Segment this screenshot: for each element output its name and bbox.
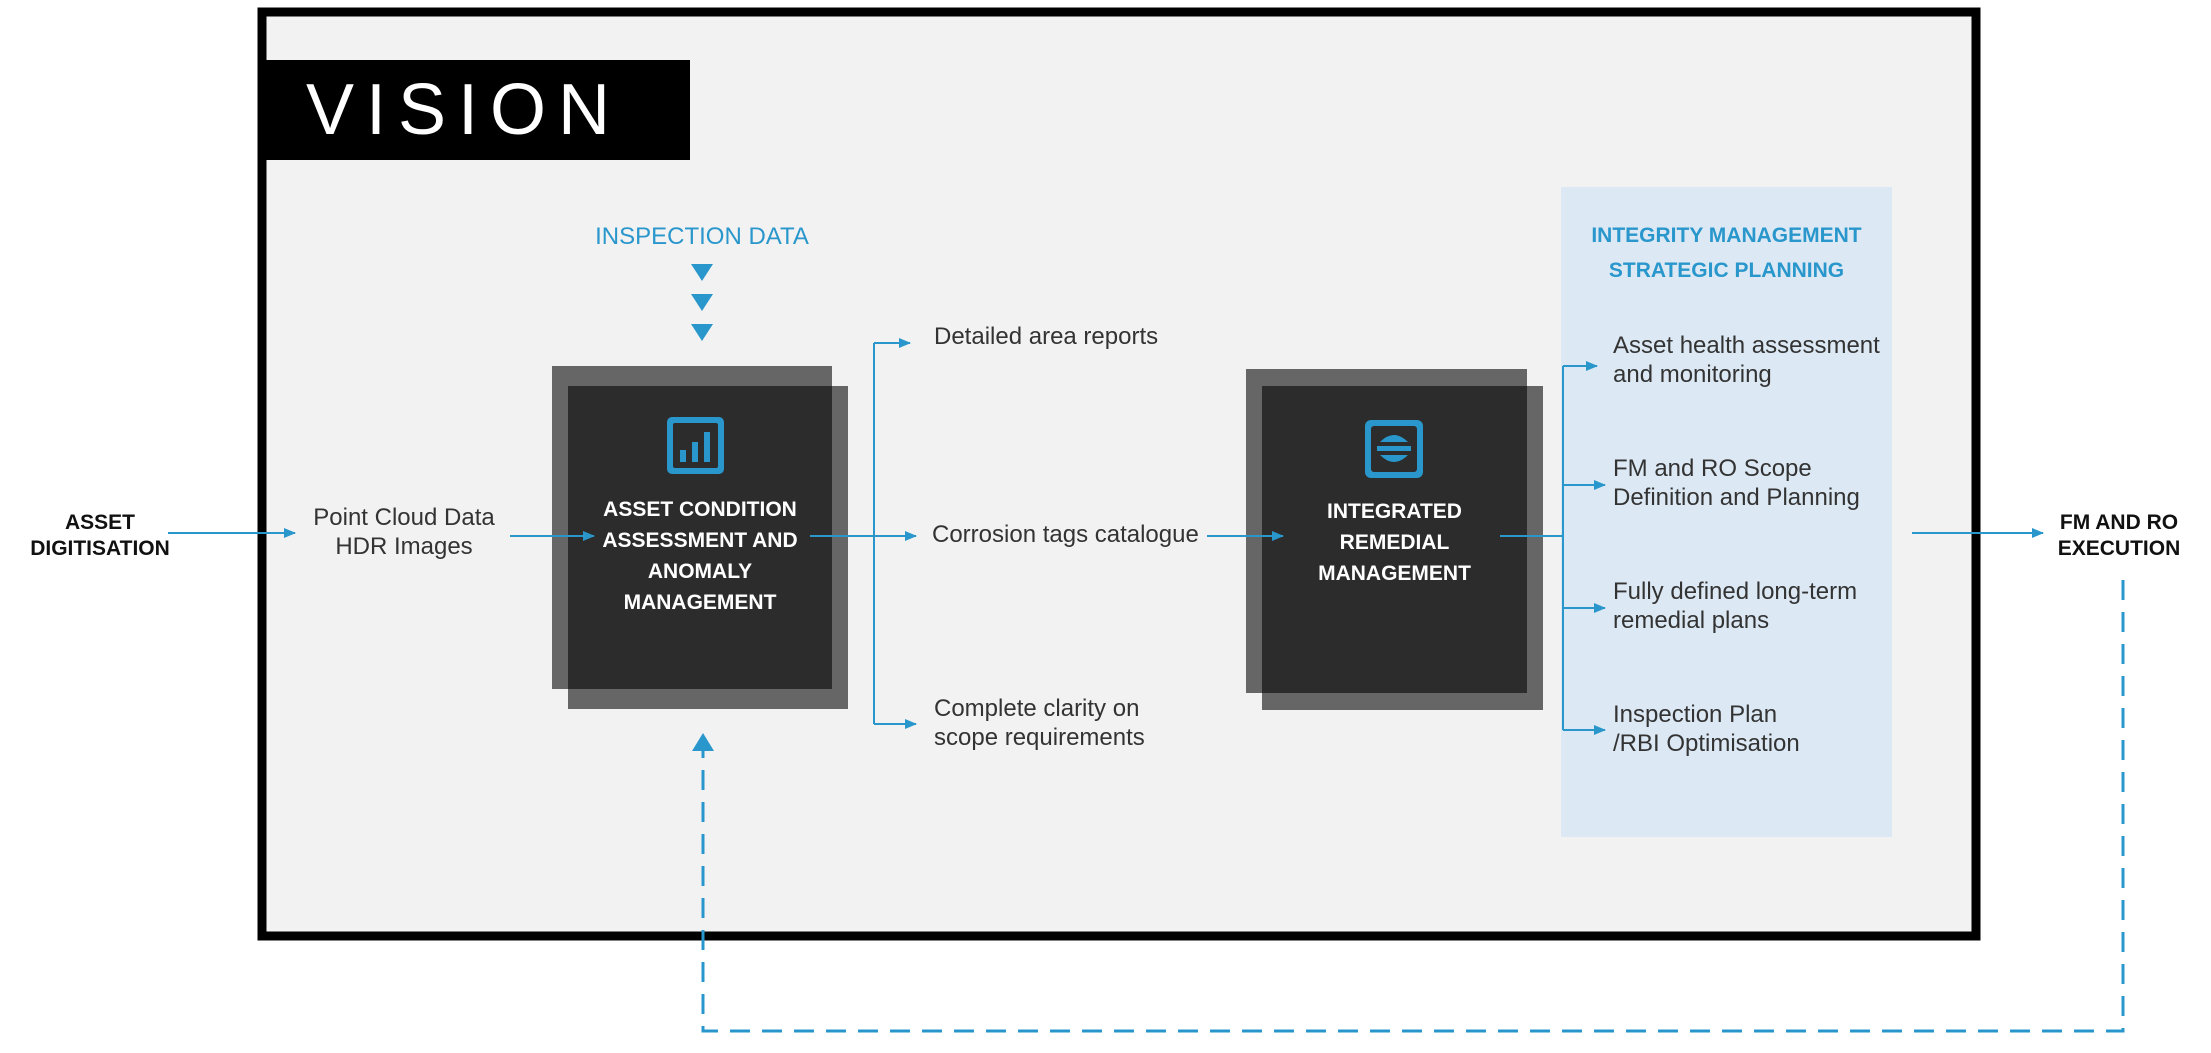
strategic-item-1-line1: Asset health assessment — [1613, 332, 1880, 359]
acam-title-line1: ASSET CONDITION — [603, 498, 797, 521]
feedback-loop-dashed — [701, 580, 2125, 1033]
strategic-item-2-line1: FM and RO Scope — [1613, 455, 1812, 482]
corrosion-tags-catalogue: Corrosion tags catalogue — [932, 521, 1199, 548]
strategic-item-4-line2: /RBI Optimisation — [1613, 730, 1800, 757]
inspection-down-arrows — [691, 264, 713, 341]
acam-title-line3: ANOMALY — [647, 560, 753, 583]
point-cloud-line2: HDR Images — [335, 533, 473, 560]
vision-title: VISION — [306, 70, 623, 150]
strategic-item-4-line1: Inspection Plan — [1613, 701, 1778, 728]
remedial-icon — [1365, 420, 1423, 478]
acam-title-line4: MANAGEMENT — [623, 591, 777, 614]
strategic-item-2: FM and RO Scope Definition and Planning — [1613, 454, 1860, 512]
strategic-item-1: Asset health assessment and monitoring — [1613, 331, 1880, 389]
irm-title-line3: MANAGEMENT — [1318, 562, 1471, 585]
complete-clarity-line2: scope requirements — [934, 724, 1145, 751]
acam-title-line2: ASSESSMENT AND — [602, 529, 798, 552]
strategic-title-line2: STRATEGIC PLANNING — [1608, 259, 1845, 282]
strategic-title: INTEGRITY MANAGEMENT STRATEGIC PLANNING — [1561, 218, 1892, 288]
complete-clarity: Complete clarity on scope requirements — [934, 694, 1145, 752]
strategic-item-3: Fully defined long-term remedial plans — [1613, 577, 1857, 635]
inspection-data-label: INSPECTION DATA — [595, 223, 809, 250]
strategic-item-1-line2: and monitoring — [1613, 361, 1772, 388]
feedback-arrowhead — [692, 733, 714, 751]
asset-digitisation-label: ASSET DIGITISATION — [30, 511, 170, 560]
acam-title: ASSET CONDITION ASSESSMENT AND ANOMALY M… — [568, 494, 832, 618]
bar-chart-icon — [667, 417, 724, 474]
strategic-item-3-line1: Fully defined long-term — [1613, 578, 1858, 605]
strategic-panel — [1561, 187, 1892, 837]
strategic-title-line1: INTEGRITY MANAGEMENT — [1591, 224, 1862, 247]
complete-clarity-line1: Complete clarity on — [934, 695, 1140, 722]
strategic-item-2-line2: Definition and Planning — [1613, 484, 1860, 511]
point-cloud-label: Point Cloud Data HDR Images — [290, 503, 518, 561]
irm-title-line1: INTEGRATED — [1327, 500, 1462, 523]
irm-title: INTEGRATED REMEDIAL MANAGEMENT — [1262, 496, 1527, 589]
detailed-area-reports: Detailed area reports — [934, 323, 1159, 350]
irm-title-line2: REMEDIAL — [1339, 531, 1450, 554]
point-cloud-line1: Point Cloud Data — [313, 504, 495, 531]
fm-ro-execution-label: FM AND RO EXECUTION — [2057, 511, 2181, 560]
strategic-item-3-line2: remedial plans — [1613, 607, 1770, 634]
strategic-item-4: Inspection Plan /RBI Optimisation — [1613, 700, 1800, 758]
vision-title-tab — [262, 60, 690, 160]
